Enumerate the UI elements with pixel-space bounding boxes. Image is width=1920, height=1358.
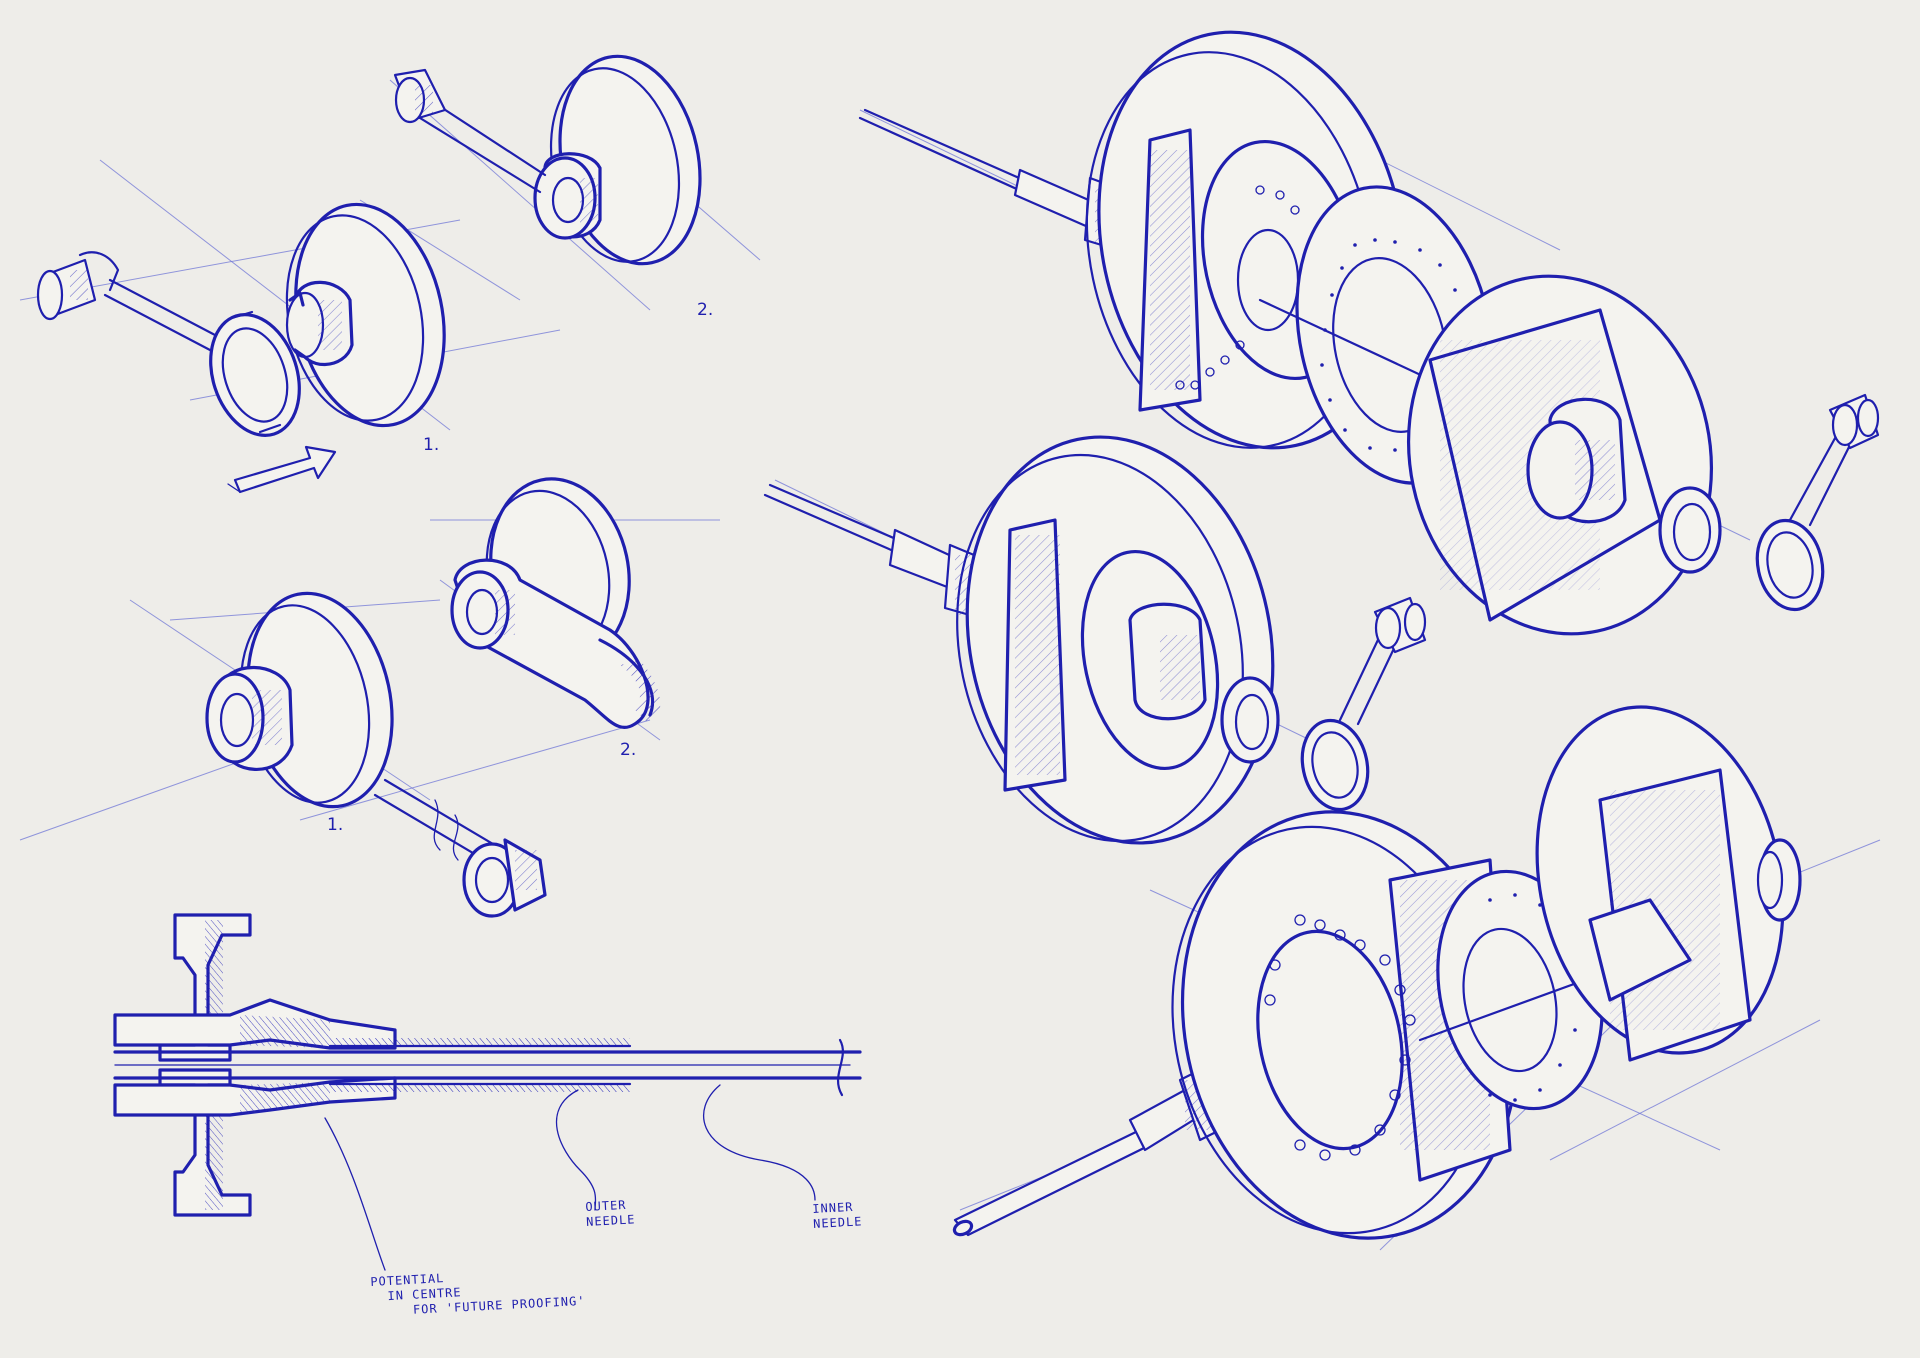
valve-exploded-sketch-1: [19, 159, 561, 494]
exploded-assembly-bottom-right: [952, 705, 1881, 1251]
cap-ring-top-right: [1658, 393, 1880, 612]
cap-ring-middle: [1300, 596, 1427, 812]
needle-cross-section: [113, 913, 862, 1271]
cap-3: [462, 838, 547, 918]
valve-body-1: [285, 202, 446, 428]
insert-arrow: [227, 445, 337, 494]
valve-sketch-3: [19, 591, 651, 918]
valve-assembled-sketch-2: [389, 54, 761, 311]
leader-outer-needle: [556, 1089, 597, 1211]
leader-inner-needle: [703, 1084, 816, 1201]
ring-1: [209, 310, 301, 437]
sketch-3-label: 1.: [327, 815, 344, 835]
sketch-1-label: 1.: [423, 435, 440, 455]
outer-needle-label: OUTER NEEDLE: [585, 1197, 636, 1229]
assembly-middle-right: [763, 435, 1427, 845]
leader-potential: [324, 1117, 386, 1271]
sketch-2-label: 2.: [697, 300, 714, 320]
sketch-4-label: 2.: [620, 740, 637, 760]
valve-clip-sketch-4: [430, 477, 720, 741]
cap-1: [36, 251, 120, 321]
back-housing: [1535, 705, 1802, 1062]
exploded-assembly-top-right: [858, 30, 1880, 636]
inner-needle-label: INNER NEEDLE: [812, 1199, 863, 1231]
housing-2: [1406, 274, 1714, 636]
